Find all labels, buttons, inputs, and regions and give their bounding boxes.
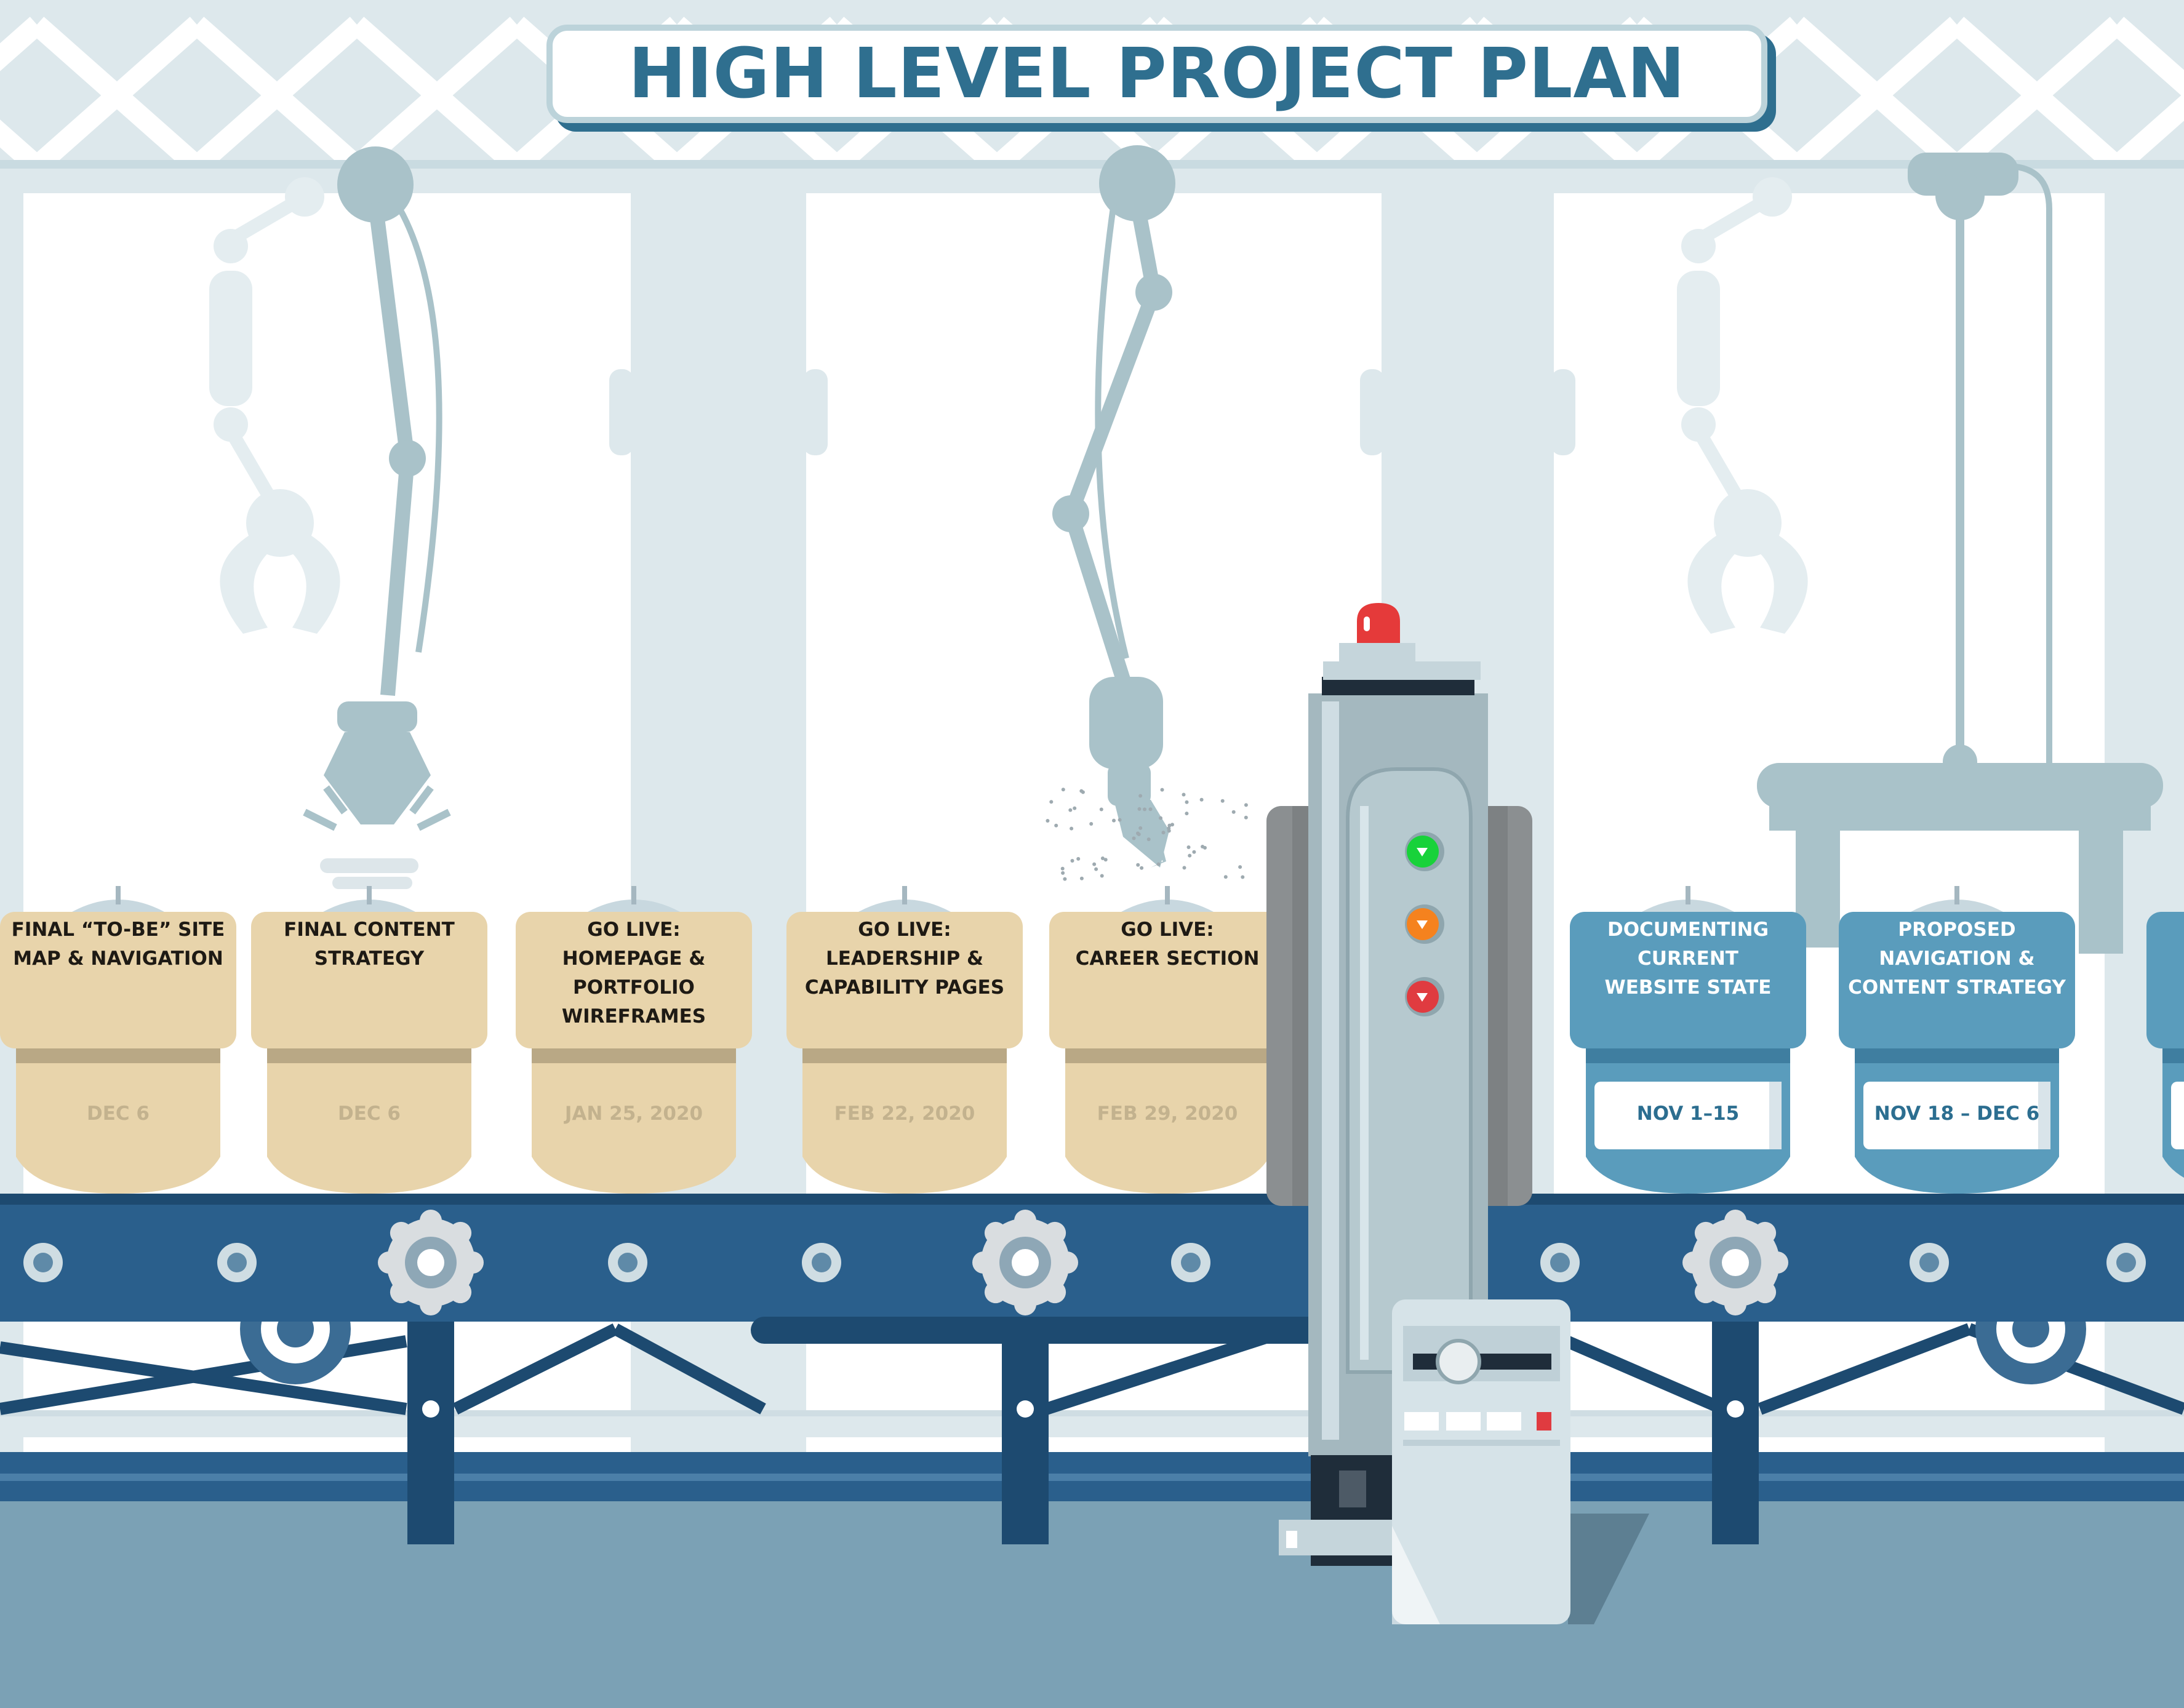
status-indicator-icon <box>1405 832 1444 871</box>
status-indicator-icon <box>1405 904 1444 944</box>
alarm-light-icon <box>1357 603 1400 643</box>
control-panel <box>1392 1299 1649 1624</box>
status-indicator-icon <box>1405 977 1444 1016</box>
